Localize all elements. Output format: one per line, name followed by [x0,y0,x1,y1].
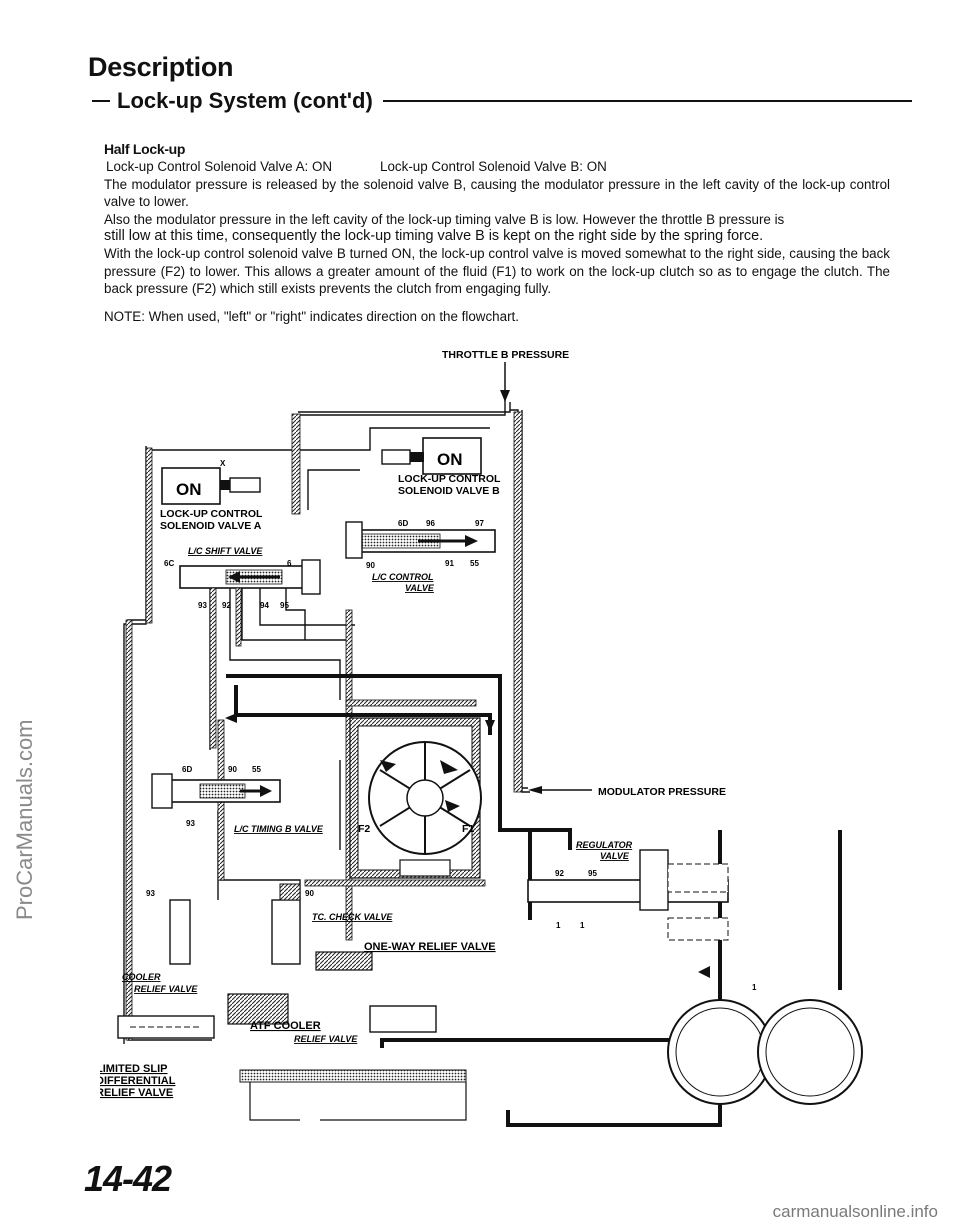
port-label: 92 [555,869,564,878]
hydraulic-flow-diagram: THROTTLE B PRESSURE MODULATOR PRESSURE O… [100,349,863,1127]
port-label: 91 [445,559,454,568]
port-label: 6D [182,765,192,774]
port-label: 6C [164,559,174,568]
atf-cooler-label: ATF COOLER [250,1020,321,1032]
port-label: 95 [280,601,289,610]
port-label: 1 [752,983,757,992]
x-mark: X [220,459,226,468]
port-label: 6 [287,559,292,568]
modulator-pressure-label: MODULATOR PRESSURE [598,786,726,798]
page-number: 14-42 [84,1158,172,1199]
cooler-relief-valve-label-2: RELIEF VALVE [134,984,198,994]
solenoid-b-status: Lock-up Control Solenoid Valve B: ON [380,159,607,175]
solenoid-b-label-2: SOLENOID VALVE B [398,485,500,497]
paragraph: Also the modulator pressure in the left … [104,211,785,227]
lsd-relief-label-2: DIFFERENTIAL [100,1075,176,1087]
subheading: Half Lock-up [104,141,186,157]
port-label: 90 [305,889,314,898]
paragraph: still low at this time, consequently the… [104,228,764,245]
one-way-relief-valve-label: ONE-WAY RELIEF VALVE [364,941,496,953]
port-label: 93 [198,601,207,610]
lc-control-valve-label-2: VALVE [405,583,435,593]
f2-label: F2 [358,823,370,835]
section-rule [92,100,912,102]
solenoid-status: Lock-up Control Solenoid Valve A: ON Lock… [104,158,890,175]
port-label: 1 [556,921,561,930]
port-label: 6D [398,519,408,528]
section-title: Lock-up System (cont'd) [117,88,383,114]
tc-check-valve-label: TC. CHECK VALVE [312,912,393,922]
port-label: 55 [470,559,479,568]
lc-timing-b-valve-label: L/C TIMING B VALVE [234,824,324,834]
throttle-b-pressure-label: THROTTLE B PRESSURE [442,349,569,361]
solenoid-a-label-2: SOLENOID VALVE A [160,520,262,532]
note: NOTE: When used, "left" or "right" indic… [104,308,519,324]
paragraph: The modulator pressure is released by th… [104,176,890,210]
port-label: 90 [366,561,375,570]
lc-shift-valve-label: L/C SHIFT VALVE [188,546,263,556]
port-label: 95 [588,869,597,878]
side-watermark-text: ProCarManuals.com [12,719,37,920]
port-label: 90 [228,765,237,774]
port-label: 97 [475,519,484,528]
f1-label: F1 [462,823,474,835]
paragraph: With the lock-up control solenoid valve … [104,246,890,297]
regulator-valve-label-1: REGULATOR [576,840,633,850]
port-label: 94 [260,601,269,610]
cooler-relief-valve-label-1: COOLER [122,972,161,982]
page-heading: Description [88,52,234,82]
port-label: 93 [186,819,195,828]
lsd-relief-label-1: LIMITED SLIP [100,1063,168,1075]
regulator-valve-label-2: VALVE [600,851,630,861]
solenoid-a-state: ON [176,480,202,499]
solenoid-b-label-1: LOCK-UP CONTROL [398,473,501,485]
relief-valve-label: RELIEF VALVE [294,1034,358,1044]
lc-control-valve-label-1: L/C CONTROL [372,572,434,582]
port-label: 92 [222,601,231,610]
port-label: 93 [146,889,155,898]
port-label: 55 [252,765,261,774]
lsd-relief-label-3: RELIEF VALVE [100,1087,173,1099]
solenoid-a-label-1: LOCK-UP CONTROL [160,508,263,520]
port-label: 1 [580,921,585,930]
footer-watermark: carmanualsonline.info [772,1202,938,1221]
solenoid-b-state: ON [437,450,463,469]
solenoid-a-status: Lock-up Control Solenoid Valve A: ON [106,159,333,175]
body-text: Half Lock-up Lock-up Control Solenoid Va… [104,141,890,325]
side-watermark: ProCarManuals.com [12,719,37,920]
port-label: 96 [426,519,435,528]
